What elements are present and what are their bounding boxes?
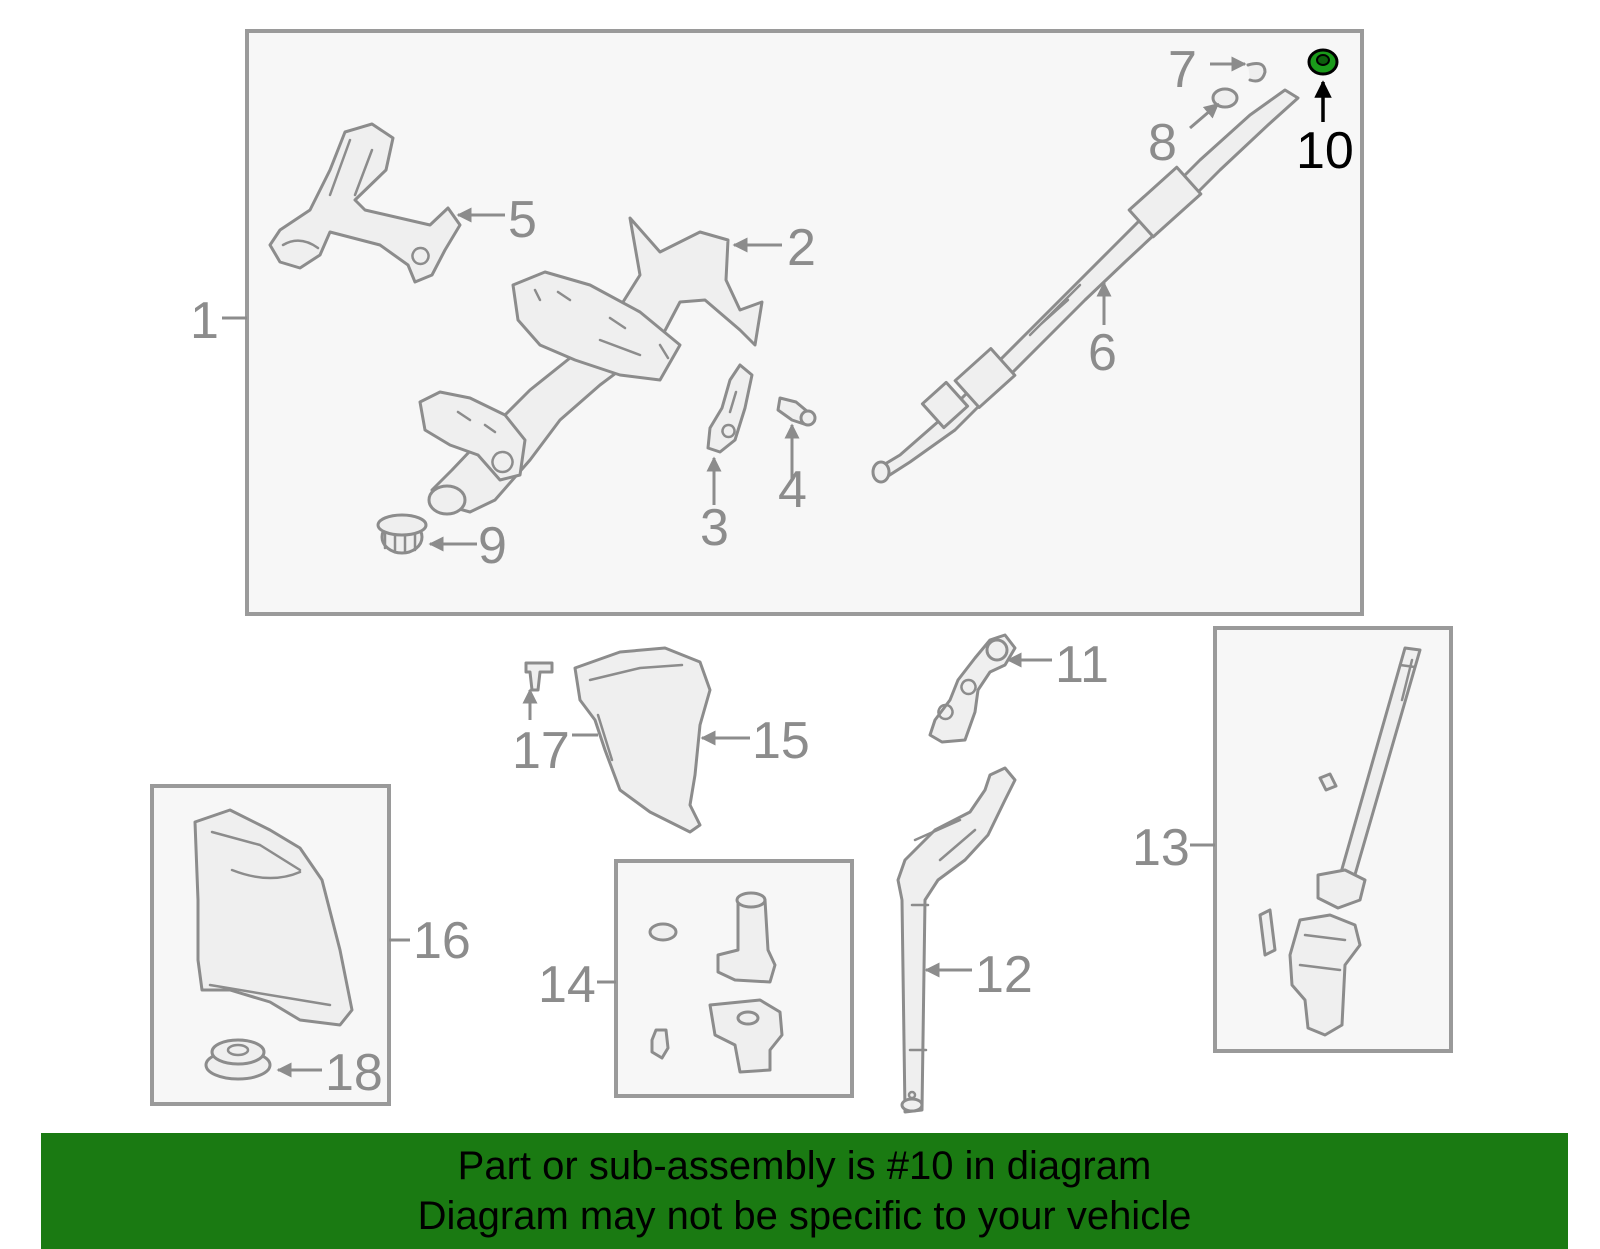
callout-16: 16 (413, 912, 471, 970)
info-banner: Part or sub-assembly is #10 in diagram D… (41, 1133, 1568, 1249)
part-sleeve (376, 513, 428, 555)
callout-1: 1 (190, 292, 219, 350)
callout-15: 15 (752, 712, 810, 770)
part-universal-joint (928, 633, 1017, 744)
callout-8: 8 (1148, 114, 1177, 172)
part-main-shaft (871, 88, 1300, 484)
callout-17: 17 (512, 722, 570, 780)
part-nut-highlighted (1307, 48, 1339, 76)
part-boot (193, 808, 354, 1027)
part-grommet (204, 1038, 272, 1081)
callout-18: 18 (325, 1044, 383, 1102)
box-steering-column-assembly (245, 29, 1364, 616)
part-bolt (776, 396, 817, 427)
leader-lines (222, 56, 1332, 1078)
part-screw (524, 661, 554, 692)
callout-2: 2 (787, 219, 816, 277)
callout-labels: 1 2 3 4 5 6 7 8 9 10 11 12 13 14 15 16 1… (190, 41, 1354, 1102)
callout-7: 7 (1168, 41, 1197, 99)
callout-11: 11 (1055, 636, 1109, 694)
banner-part-note: Part or sub-assembly is #10 in diagram (457, 1144, 1152, 1188)
part-bracket-plate (706, 363, 754, 454)
part-joint-kit (648, 891, 784, 1074)
part-washer (1211, 87, 1239, 109)
part-upper-bracket (268, 122, 462, 284)
callout-10-highlighted: 10 (1296, 122, 1354, 180)
part-column-cover (573, 646, 712, 834)
callout-13: 13 (1132, 819, 1190, 877)
part-lower-shaft (896, 766, 1017, 1114)
callout-3: 3 (700, 499, 729, 557)
banner-disclaimer: Diagram may not be specific to your vehi… (417, 1194, 1192, 1238)
callout-4: 4 (778, 461, 807, 519)
callout-9: 9 (478, 517, 507, 575)
callout-6: 6 (1088, 324, 1117, 382)
part-clip (1246, 62, 1267, 83)
part-column-housing (418, 216, 764, 516)
callout-14: 14 (538, 956, 596, 1014)
callout-5: 5 (508, 191, 537, 249)
part-intermediate-shaft-kit (1258, 646, 1422, 1037)
callout-12: 12 (975, 946, 1033, 1004)
